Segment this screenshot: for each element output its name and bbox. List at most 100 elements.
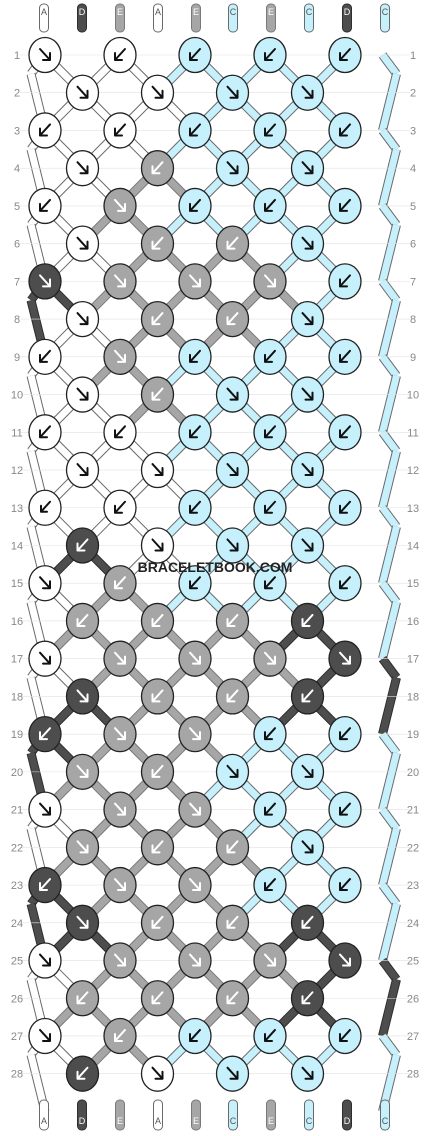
knot-arrow-icon [151, 387, 164, 401]
knot-arrow-icon [264, 727, 276, 741]
knot [140, 904, 175, 941]
knot-arrow-icon [114, 576, 126, 590]
knot-arrow-icon [339, 651, 351, 665]
knot [140, 678, 175, 715]
row-number-left: 6 [14, 239, 20, 251]
knot-arrow-icon [339, 274, 351, 288]
top-strand [191, 3, 201, 33]
knot [253, 640, 287, 677]
knot-arrow-icon [301, 991, 314, 1005]
knot-arrow-icon [189, 878, 201, 892]
row-number-right: 3 [410, 125, 416, 137]
knot-arrow-icon [151, 538, 164, 552]
knot [103, 112, 137, 149]
knot-arrow-icon [76, 689, 89, 703]
knot-arrow-icon [301, 689, 314, 703]
knot [253, 489, 287, 526]
knot [253, 338, 287, 375]
top-strand-letter: C [230, 7, 237, 17]
row-number-left: 1 [14, 50, 20, 62]
knot-arrow-icon [114, 802, 126, 816]
knot-arrow-icon [114, 878, 126, 892]
knot [253, 791, 287, 828]
knot-arrow-icon [189, 1028, 201, 1042]
knot-arrow-icon [264, 500, 276, 514]
knot [178, 489, 212, 526]
knot [28, 112, 62, 149]
knot [290, 602, 325, 640]
knot [215, 376, 250, 413]
knot [253, 414, 287, 451]
knot-arrow-icon [301, 840, 314, 854]
knot-arrow-icon [39, 953, 51, 967]
top-strand [39, 3, 49, 33]
knot-arrow-icon [226, 613, 239, 627]
top-strand [77, 3, 87, 33]
row-number-left: 15 [11, 578, 23, 590]
bottom-strand [115, 1099, 125, 1131]
row-number-left: 21 [11, 805, 23, 817]
knot-arrow-icon [76, 840, 89, 854]
top-strand [115, 3, 125, 33]
bottom-strand [342, 1099, 352, 1131]
knot [140, 451, 175, 489]
knot [215, 753, 250, 791]
row-number-right: 22 [407, 842, 419, 854]
knot [328, 489, 362, 526]
row-number-right: 19 [407, 729, 419, 741]
knot-arrow-icon [226, 85, 239, 99]
knot [103, 791, 137, 828]
knot-arrow-icon [151, 463, 164, 477]
edge-thread-right [379, 882, 400, 907]
knot-arrow-icon [151, 764, 164, 778]
knot [328, 565, 362, 602]
bottom-strand [39, 1099, 49, 1131]
edge-thread-right [379, 1033, 400, 1057]
row-number-right: 15 [407, 578, 419, 590]
knot [253, 1017, 287, 1055]
knot [65, 376, 100, 413]
knot-arrow-icon [76, 463, 89, 477]
knot-arrow-icon [76, 387, 89, 401]
knot-arrow-icon [339, 349, 351, 363]
top-strand [304, 3, 314, 33]
knot-arrow-icon [189, 802, 201, 816]
knot-arrow-icon [151, 312, 164, 326]
row-number-right: 17 [407, 654, 419, 666]
knot-arrow-icon [339, 48, 351, 61]
knot [103, 565, 137, 602]
knot [328, 187, 362, 225]
knot [65, 74, 100, 111]
knot-arrow-icon [301, 161, 314, 175]
row-number-left: 25 [11, 956, 23, 968]
knot [290, 829, 325, 866]
knot [178, 187, 212, 225]
knot-arrow-icon [226, 236, 239, 250]
knot [103, 187, 137, 225]
knot [178, 565, 212, 602]
knot [28, 565, 62, 602]
knot-arrow-icon [339, 576, 351, 590]
knot-arrow-icon [189, 727, 201, 741]
edge-thread-right [379, 978, 400, 1037]
edge-thread-right [379, 676, 400, 735]
knot [178, 414, 212, 451]
knot [178, 791, 212, 828]
row-number-right: 12 [407, 465, 419, 477]
knot [290, 451, 325, 489]
knot [290, 678, 325, 715]
knot [28, 338, 62, 375]
knot-arrow-icon [151, 991, 164, 1005]
row-number-left: 22 [11, 842, 23, 854]
knot [28, 942, 62, 979]
knot-arrow-icon [226, 463, 239, 477]
knot-arrow-icon [76, 991, 89, 1005]
knot [178, 338, 212, 375]
bottom-strand [266, 1099, 276, 1131]
knot [103, 338, 137, 375]
row-number-right: 5 [410, 201, 416, 213]
top-strand-letter: E [268, 7, 274, 17]
knot-arrow-icon [301, 312, 314, 326]
bottom-strand-letter: C [306, 1116, 313, 1126]
